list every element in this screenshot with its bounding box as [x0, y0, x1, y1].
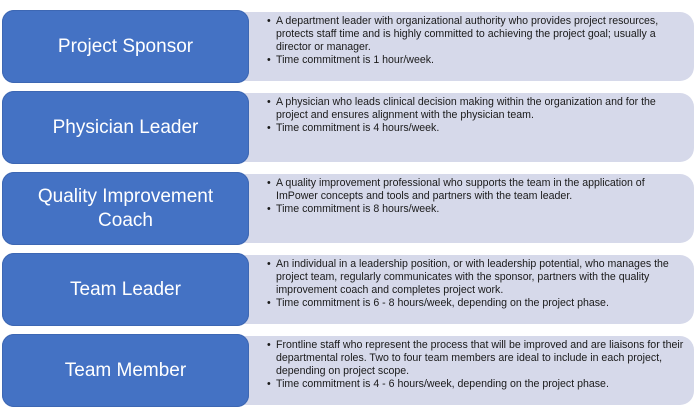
role-description-bullet: A physician who leads clinical decision …: [267, 96, 684, 122]
role-description-bullet: A department leader with organizational …: [267, 15, 684, 54]
role-description-box: A department leader with organizational …: [232, 12, 694, 81]
role-row-project-sponsor: A department leader with organizational …: [0, 10, 700, 83]
role-description-box: An individual in a leadership position, …: [232, 255, 694, 324]
role-row-quality-improvement-coach: A quality improvement professional who s…: [0, 172, 700, 245]
role-title: Team Member: [64, 359, 187, 381]
role-row-team-member: Frontline staff who represent the proces…: [0, 334, 700, 407]
role-description-bullet: A quality improvement professional who s…: [267, 177, 684, 203]
role-bullet-list: A physician who leads clinical decision …: [267, 96, 684, 135]
role-row-team-leader: An individual in a leadership position, …: [0, 253, 700, 326]
time-commitment-bullet: Time commitment is 4 hours/week.: [267, 122, 684, 135]
role-title-box: Quality Improvement Coach: [2, 172, 249, 245]
role-title-box: Team Member: [2, 334, 249, 407]
time-commitment-bullet: Time commitment is 1 hour/week.: [267, 54, 684, 67]
role-bullet-list: An individual in a leadership position, …: [267, 258, 684, 310]
role-row-physician-leader: A physician who leads clinical decision …: [0, 91, 700, 164]
role-title-box: Project Sponsor: [2, 10, 249, 83]
time-commitment-bullet: Time commitment is 4 - 6 hours/week, dep…: [267, 378, 684, 391]
role-description-bullet: Frontline staff who represent the proces…: [267, 339, 684, 378]
role-title: Physician Leader: [52, 116, 199, 138]
role-bullet-list: A department leader with organizational …: [267, 15, 684, 67]
role-title: Project Sponsor: [57, 35, 194, 57]
time-commitment-bullet: Time commitment is 6 - 8 hours/week, dep…: [267, 297, 684, 310]
role-title: Quality Improvement Coach: [37, 185, 214, 231]
role-description-box: A quality improvement professional who s…: [232, 174, 694, 243]
role-title-box: Team Leader: [2, 253, 249, 326]
time-commitment-bullet: Time commitment is 8 hours/week.: [267, 203, 684, 216]
role-description-box: A physician who leads clinical decision …: [232, 93, 694, 162]
role-bullet-list: Frontline staff who represent the proces…: [267, 339, 684, 391]
role-title: Team Leader: [70, 278, 181, 300]
role-description-box: Frontline staff who represent the proces…: [232, 336, 694, 405]
role-title-box: Physician Leader: [2, 91, 249, 164]
role-description-bullet: An individual in a leadership position, …: [267, 258, 684, 297]
role-bullet-list: A quality improvement professional who s…: [267, 177, 684, 216]
